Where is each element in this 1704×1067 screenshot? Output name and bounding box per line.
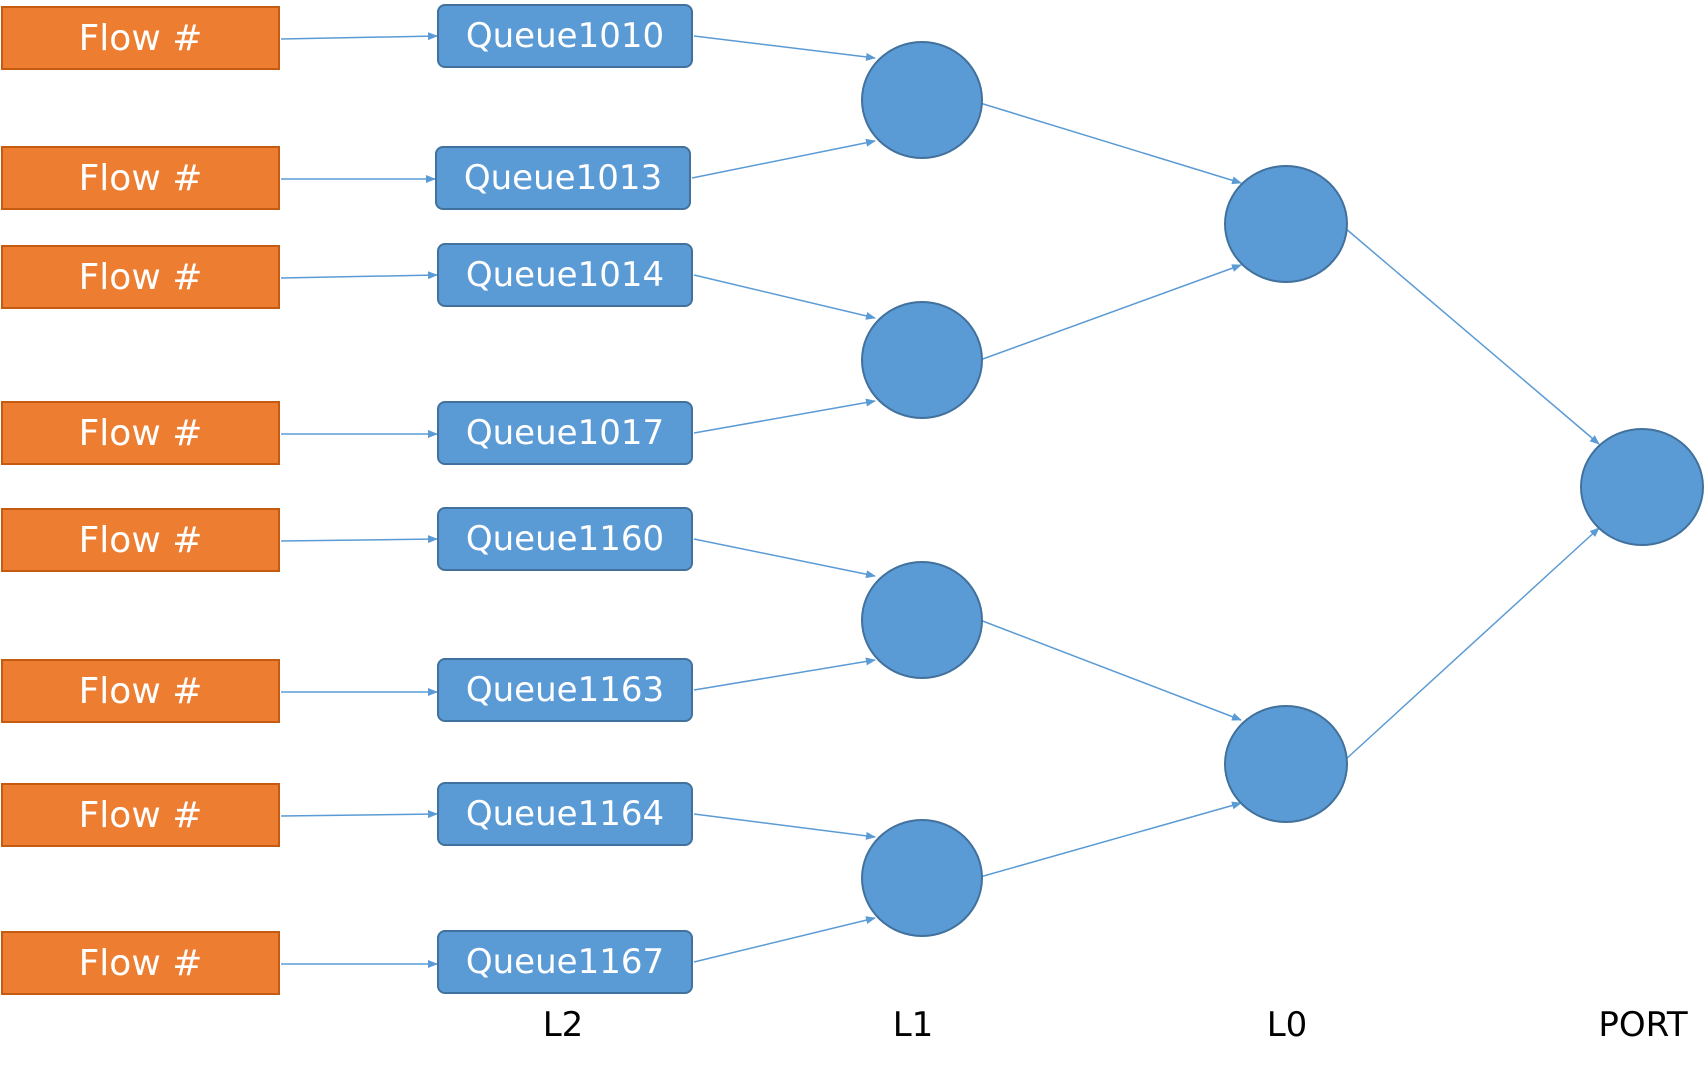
flow-label: Flow # xyxy=(78,942,203,984)
level-label-port: PORT xyxy=(1598,1005,1688,1045)
level-label-l1: L1 xyxy=(892,1005,934,1045)
queue-label: Queue1167 xyxy=(465,942,665,982)
flow-box-8: Flow # xyxy=(1,931,280,995)
l1-node-4 xyxy=(861,819,983,937)
arrow-queue1163-l1c xyxy=(693,657,876,691)
flow-box-4: Flow # xyxy=(1,401,280,465)
l1-node-2 xyxy=(861,301,983,419)
arrow-queue1164-l1d xyxy=(693,813,876,840)
arrow-l1d-l0b xyxy=(979,801,1242,878)
queue-label: Queue1163 xyxy=(465,670,665,710)
queue-box-1167: Queue1167 xyxy=(437,930,693,994)
queue-box-1013: Queue1013 xyxy=(435,146,691,210)
queue-label: Queue1013 xyxy=(463,158,663,198)
queue-box-1017: Queue1017 xyxy=(437,401,693,465)
level-label-l0: L0 xyxy=(1266,1005,1308,1045)
arrow-queue1017-l1b xyxy=(693,398,876,434)
flow-label: Flow # xyxy=(78,412,203,454)
l1-node-1 xyxy=(861,41,983,159)
flow-box-2: Flow # xyxy=(1,146,280,210)
arrow-flow5-queue1160 xyxy=(280,535,438,544)
queue-label: Queue1010 xyxy=(465,16,665,56)
arrow-l0b-port xyxy=(1344,527,1600,761)
flow-label: Flow # xyxy=(78,670,203,712)
flow-label: Flow # xyxy=(78,157,203,199)
level-label-l2: L2 xyxy=(542,1005,584,1045)
arrow-l0a-port xyxy=(1344,227,1600,445)
flow-box-7: Flow # xyxy=(1,783,280,847)
arrow-l1a-l0a xyxy=(979,102,1242,185)
l0-node-1 xyxy=(1224,165,1348,283)
queue-label: Queue1160 xyxy=(465,519,665,559)
queue-box-1010: Queue1010 xyxy=(437,4,693,68)
arrow-queue1013-l1a xyxy=(691,138,876,179)
queue-box-1014: Queue1014 xyxy=(437,243,693,307)
port-node xyxy=(1580,428,1704,546)
arrow-queue1014-l1b xyxy=(693,274,876,320)
l0-node-2 xyxy=(1224,705,1348,823)
queue-box-1164: Queue1164 xyxy=(437,782,693,846)
queue-label: Queue1014 xyxy=(465,255,665,295)
arrow-flow1-queue1010 xyxy=(280,32,438,41)
arrow-queue1010-l1a xyxy=(693,35,876,61)
queue-box-1160: Queue1160 xyxy=(437,507,693,571)
queue-box-1163: Queue1163 xyxy=(437,658,693,722)
arrow-queue1160-l1c xyxy=(693,538,876,579)
queue-label: Queue1164 xyxy=(465,794,665,834)
flow-label: Flow # xyxy=(78,794,203,836)
flow-box-1: Flow # xyxy=(1,6,280,70)
flow-label: Flow # xyxy=(78,17,203,59)
arrow-flow7-queue1164 xyxy=(280,810,438,819)
arrow-flow3-queue1014 xyxy=(280,271,438,280)
flow-box-6: Flow # xyxy=(1,659,280,723)
flow-box-5: Flow # xyxy=(1,508,280,572)
flow-box-3: Flow # xyxy=(1,245,280,309)
queue-label: Queue1017 xyxy=(465,413,665,453)
l1-node-3 xyxy=(861,561,983,679)
flow-label: Flow # xyxy=(78,519,203,561)
arrow-l1b-l0a xyxy=(979,264,1242,361)
arrow-l1c-l0b xyxy=(979,619,1242,721)
arrow-queue1167-l1d xyxy=(693,916,876,963)
flow-label: Flow # xyxy=(78,256,203,298)
